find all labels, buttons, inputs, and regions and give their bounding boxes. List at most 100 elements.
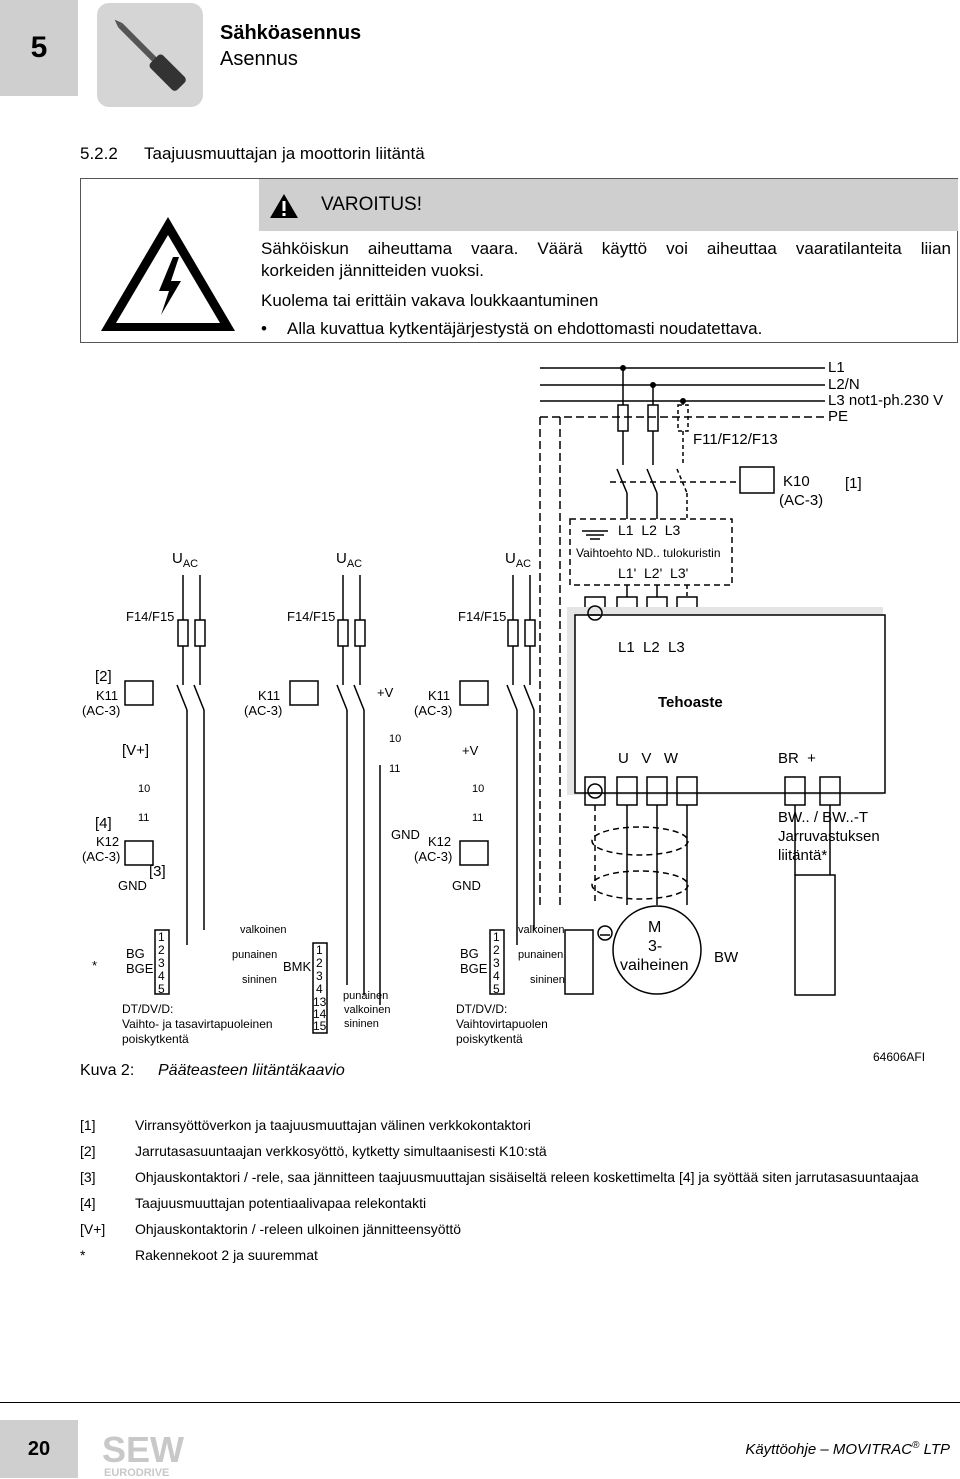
k11-label-1: K11 bbox=[96, 688, 118, 703]
uac-3: UAC bbox=[505, 550, 531, 570]
svg-text:SEW: SEW bbox=[102, 1429, 184, 1470]
bmk-pin-2: 2 bbox=[316, 956, 323, 970]
warning-box: VAROITUS! Sähköiskun aiheuttama vaara. V… bbox=[80, 178, 958, 343]
wire-white-3: valkoinen bbox=[518, 924, 564, 936]
k12-type-2: (AC-3) bbox=[414, 849, 452, 864]
uac-1: UAC bbox=[172, 550, 198, 570]
k11-type-1: (AC-3) bbox=[82, 703, 120, 718]
figure-caption: Pääteasteen liitäntäkaavio bbox=[158, 1062, 345, 1079]
section-title: Taajuusmuuttajan ja moottorin liitäntä bbox=[144, 144, 425, 163]
pin-2a: 2 bbox=[158, 943, 165, 957]
drive-brake: BR + bbox=[778, 750, 816, 767]
k10-label: K10 bbox=[783, 473, 810, 490]
k12-label-2: K12 bbox=[428, 834, 451, 849]
motor-3: 3- bbox=[648, 938, 662, 955]
svg-text:EURODRIVE: EURODRIVE bbox=[104, 1467, 169, 1478]
k11-type-3: (AC-3) bbox=[414, 703, 452, 718]
wire-red-1: punainen bbox=[232, 949, 277, 961]
warning-triangle-icon bbox=[270, 194, 298, 218]
gnd-2: GND bbox=[391, 827, 420, 842]
chapter-title: Sähköasennus bbox=[220, 22, 362, 44]
k11-label-3: K11 bbox=[428, 688, 450, 703]
k11-label-2: K11 bbox=[258, 688, 280, 703]
pin-4a: 4 bbox=[158, 969, 165, 983]
dt-label-2: DT/DV/D: bbox=[456, 1002, 507, 1016]
bw-label-3: liitäntä* bbox=[778, 847, 827, 864]
dt-text-2b: poiskytkentä bbox=[456, 1032, 523, 1046]
main-fuses-label: F11/F12/F13 bbox=[693, 431, 778, 448]
v-plus-ref: [V+] bbox=[122, 742, 149, 759]
bmk-pin-1: 1 bbox=[316, 943, 323, 957]
f14-label-2: F14/F15 bbox=[287, 609, 335, 624]
choke-top: L1 L2 L3 bbox=[618, 522, 680, 538]
dt-text-1b: poiskytkentä bbox=[122, 1032, 189, 1046]
pin-3a: 3 bbox=[158, 956, 165, 970]
mains-l3: L3 not1-ph.230 V bbox=[828, 392, 943, 409]
ref-4: [4] bbox=[95, 815, 112, 832]
mains-l1: L1 bbox=[828, 359, 845, 376]
bmk-pin-3: 3 bbox=[316, 969, 323, 983]
plus-v-2: +V bbox=[462, 743, 479, 758]
warning-line-1: Sähköiskun aiheuttama vaara. Väärä käytt… bbox=[261, 239, 951, 258]
motor-m: M bbox=[648, 919, 661, 936]
chapter-subtitle: Asennus bbox=[220, 48, 298, 70]
chapter-number: 5 bbox=[0, 0, 78, 96]
wiring-diagram: L1 L2/N L3 not1-ph.230 V PE F11/F12/F13 … bbox=[82, 359, 943, 1046]
terminal-10-a: 10 bbox=[389, 733, 401, 745]
footnote-star: * bbox=[92, 958, 97, 973]
terminal-11-b: 11 bbox=[138, 812, 149, 824]
figure-id: 64606AFI bbox=[873, 1050, 926, 1064]
warning-bullet-dot: • bbox=[261, 319, 267, 338]
terminal-11-a: 11 bbox=[389, 763, 400, 775]
wire-red-3: punainen bbox=[518, 949, 563, 961]
uac-2: UAC bbox=[336, 550, 362, 570]
choke-bottom: L1' L2' L3' bbox=[618, 565, 688, 581]
sew-logo: SEW EURODRIVE bbox=[102, 1429, 184, 1478]
choke-label: Vaihtoehto ND.. tulokuristin bbox=[576, 546, 721, 560]
terminal-10-b: 10 bbox=[138, 783, 150, 795]
screwdriver-icon bbox=[97, 3, 203, 107]
warning-title: VAROITUS! bbox=[321, 194, 422, 215]
bmk-pin-4: 4 bbox=[316, 982, 323, 996]
wire-white-1: valkoinen bbox=[240, 924, 286, 936]
terminal-11-c: 11 bbox=[472, 812, 483, 824]
warning-line-3: Kuolema tai erittäin vakava loukkaantumi… bbox=[261, 291, 599, 310]
footer-divider bbox=[0, 1402, 960, 1403]
pin-5b: 5 bbox=[493, 982, 500, 996]
bmk-pin-13: 13 bbox=[313, 995, 327, 1009]
f14-label-3: F14/F15 bbox=[458, 609, 506, 624]
k10-type: (AC-3) bbox=[779, 492, 823, 509]
bmk-label: BMK bbox=[283, 959, 312, 974]
drive-outputs: U V W bbox=[618, 750, 679, 767]
terminal-10-c: 10 bbox=[472, 783, 484, 795]
wire-blue-2: sininen bbox=[344, 1018, 379, 1030]
wire-red-2: punainen bbox=[343, 990, 388, 1002]
bge-label-1: BGE bbox=[126, 961, 154, 976]
motor-text: vaiheinen bbox=[620, 957, 689, 974]
ref-2: [2] bbox=[95, 668, 112, 685]
manual-title: Käyttöohje – MOVITRAC® LTP bbox=[745, 1440, 950, 1458]
dt-text-1a: Vaihto- ja tasavirtapuoleinen bbox=[122, 1017, 273, 1031]
k11-type-2: (AC-3) bbox=[244, 703, 282, 718]
dt-label-1: DT/DV/D: bbox=[122, 1002, 173, 1016]
warning-bullet: Alla kuvattua kytkentäjärjestystä on ehd… bbox=[287, 319, 763, 338]
pin-3b: 3 bbox=[493, 956, 500, 970]
k12-type-1: (AC-3) bbox=[82, 849, 120, 864]
mains-pe: PE bbox=[828, 408, 848, 425]
warning-line-2: korkeiden jännitteiden vuoksi. bbox=[261, 261, 485, 280]
pin-5a: 5 bbox=[158, 982, 165, 996]
mains-l2n: L2/N bbox=[828, 376, 860, 393]
plus-v-1: +V bbox=[377, 685, 394, 700]
dt-text-2a: Vaihtovirtapuolen bbox=[456, 1017, 548, 1031]
wire-blue-3: sininen bbox=[530, 974, 565, 986]
figure-label: Kuva 2: bbox=[80, 1062, 135, 1079]
drive-inputs: L1 L2 L3 bbox=[618, 639, 685, 656]
high-voltage-icon bbox=[101, 217, 235, 331]
bw-resistor-label: BW bbox=[714, 949, 739, 966]
bg-label-1: BG bbox=[126, 946, 145, 961]
pin-1a: 1 bbox=[158, 930, 165, 944]
ref-1: [1] bbox=[845, 475, 862, 492]
bmk-pin-15: 15 bbox=[313, 1019, 327, 1033]
pin-4b: 4 bbox=[493, 969, 500, 983]
